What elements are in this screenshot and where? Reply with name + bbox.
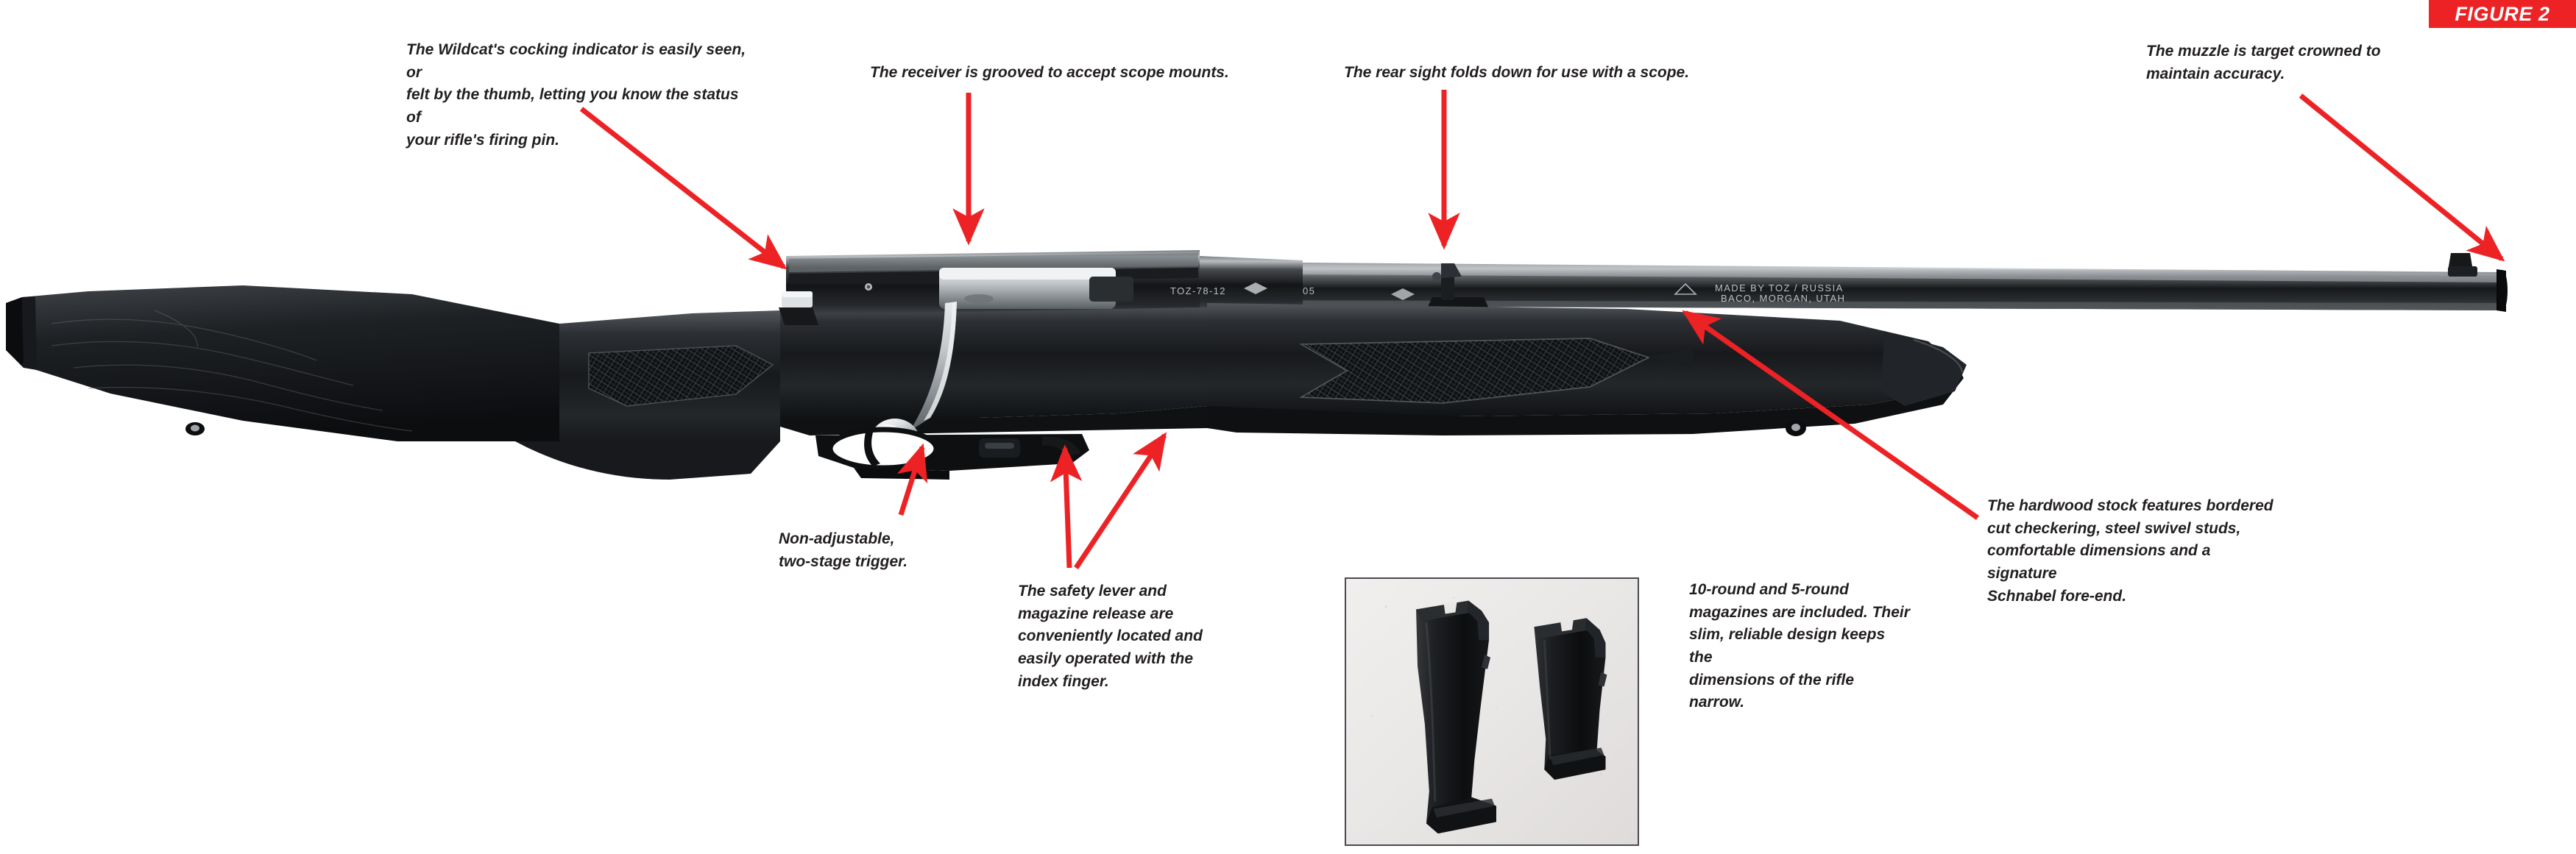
magazines-inset-photo bbox=[1345, 577, 1639, 846]
figure-badge-label: FIGURE 2 bbox=[2455, 2, 2550, 25]
callout-receiver-grooves: The receiver is grooved to accept scope … bbox=[870, 64, 1229, 81]
callout-hardwood-stock: The hardwood stock features bordered cut… bbox=[1987, 497, 2274, 605]
svg-text:05: 05 bbox=[1303, 285, 1315, 296]
svg-text:MADE BY TOZ / RUSSIA: MADE BY TOZ / RUSSIA bbox=[1715, 282, 1844, 293]
svg-text:BACO, MORGAN, UTAH: BACO, MORGAN, UTAH bbox=[1721, 293, 1845, 304]
callout-rear-sight: The rear sight folds down for use with a… bbox=[1344, 64, 1690, 81]
callout-safety-and-magazine-release: The safety lever and magazine release ar… bbox=[1018, 583, 1203, 690]
callout-cocking-indicator: The Wildcat's cocking indicator is easil… bbox=[406, 41, 746, 149]
svg-text:TOZ-78-12: TOZ-78-12 bbox=[1170, 285, 1226, 296]
figure-badge: FIGURE 2 bbox=[2429, 0, 2576, 28]
callout-muzzle-crown: The muzzle is target crowned to maintain… bbox=[2146, 43, 2381, 82]
callout-trigger: Non-adjustable, two-stage trigger. bbox=[779, 530, 908, 570]
callout-magazines: 10-round and 5-round magazines are inclu… bbox=[1689, 581, 1910, 711]
